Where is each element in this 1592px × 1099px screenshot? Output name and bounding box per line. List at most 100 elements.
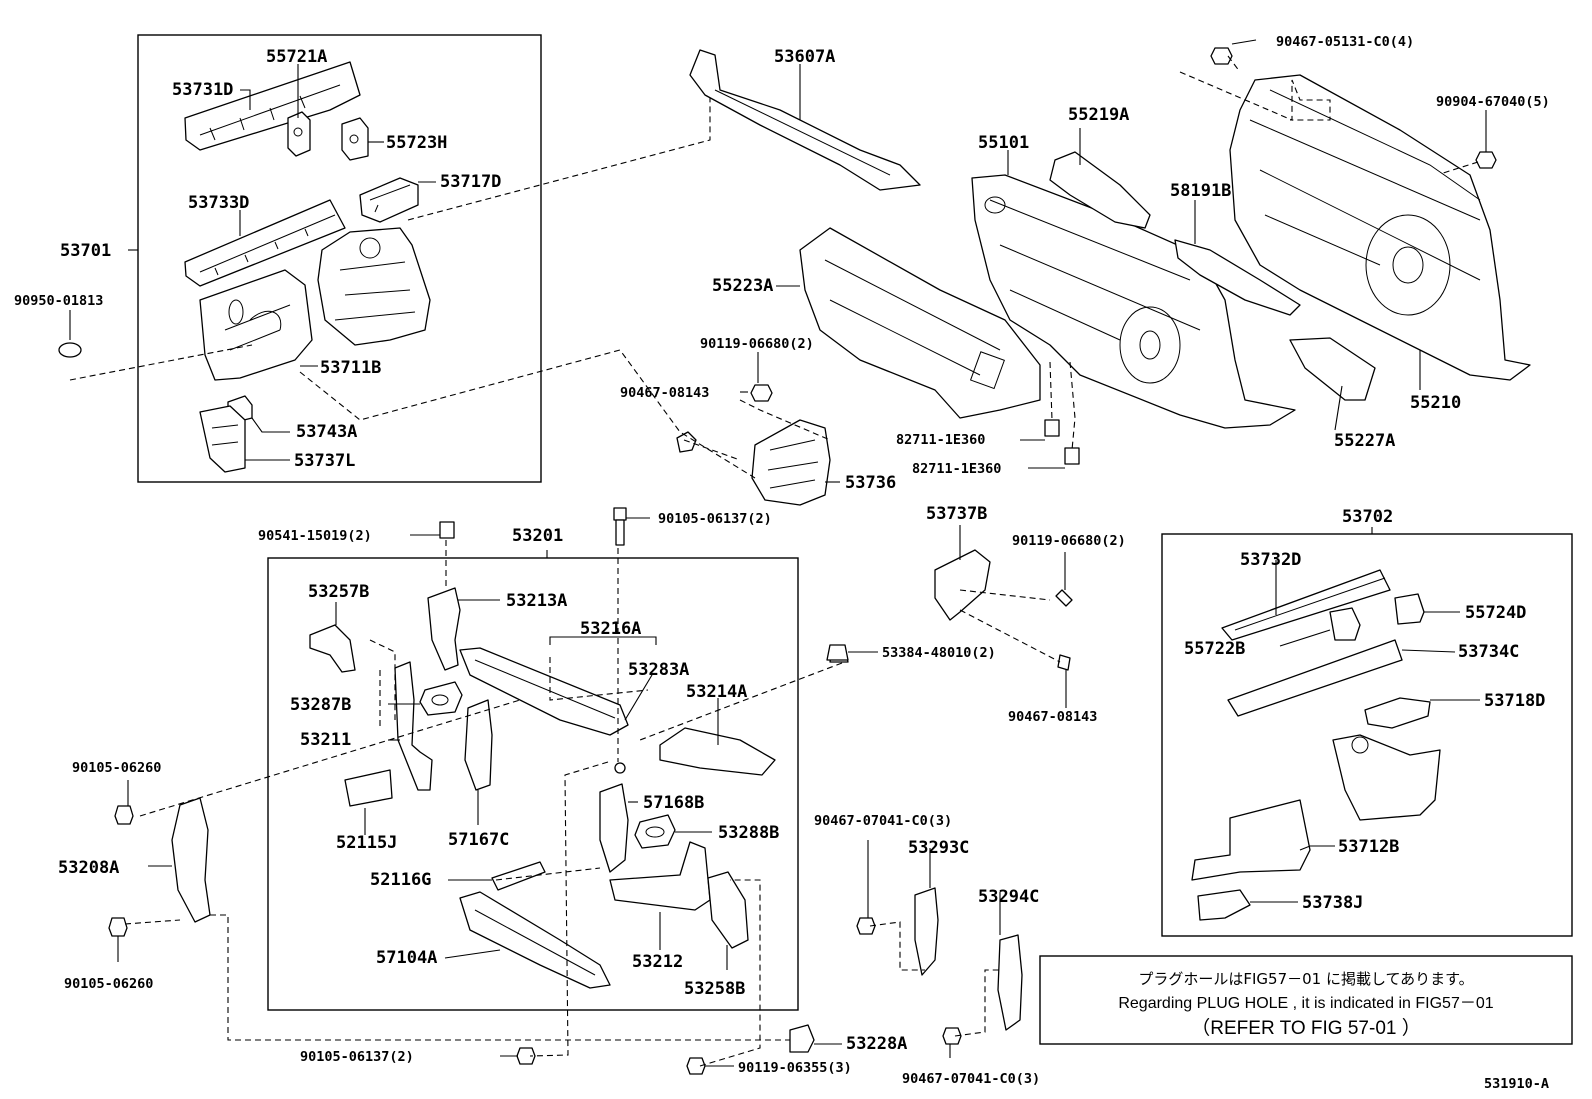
label-53737L: 53737L xyxy=(294,451,355,471)
label-57104A: 57104A xyxy=(376,948,437,968)
part-shape-53701-mount xyxy=(317,227,431,346)
label-57167C: 57167C xyxy=(448,830,509,850)
label-90119-06355-3: 90119-06355(3) xyxy=(738,1060,852,1076)
part-shape-53288B xyxy=(634,814,676,849)
note-box: プラグホールはFIG57－01 に掲載してあります。 Regarding PLU… xyxy=(1039,955,1573,1045)
part-shape-58191B xyxy=(1174,239,1301,316)
label-53211: 53211 xyxy=(300,730,351,750)
label-90950-01813: 90950-01813 xyxy=(14,293,103,309)
label-90119-06680-2-b: 90119-06680(2) xyxy=(1012,533,1126,549)
part-shape-55722B xyxy=(1329,607,1361,641)
figure-id: 531910-A xyxy=(1484,1076,1549,1092)
label-55223A: 55223A xyxy=(712,276,773,296)
group-frame-53702 xyxy=(1161,533,1573,937)
label-55721A: 55721A xyxy=(266,47,327,67)
part-shape-53717D xyxy=(359,177,419,223)
part-shape-52115J xyxy=(344,769,393,807)
label-82711-1E360-a: 82711-1E360 xyxy=(896,432,985,448)
part-shape-53287B xyxy=(419,681,463,716)
label-90467-05131-C0-4: 90467-05131-C0(4) xyxy=(1276,34,1414,50)
part-shape-53712B xyxy=(1191,734,1441,881)
label-90467-08143-a: 90467-08143 xyxy=(620,385,709,401)
label-53287B: 53287B xyxy=(290,695,351,715)
part-shape-53211 xyxy=(394,661,433,791)
label-90467-07041-C0-3-a: 90467-07041-C0(3) xyxy=(814,813,952,829)
label-53733D: 53733D xyxy=(188,193,249,213)
part-shape-53228A xyxy=(789,1024,815,1053)
label-90541-15019-2: 90541-15019(2) xyxy=(258,528,372,544)
part-shape-53737L xyxy=(199,405,246,473)
label-53711B: 53711B xyxy=(320,358,381,378)
label-53736: 53736 xyxy=(845,473,896,493)
part-shape-53258B xyxy=(707,871,749,949)
label-53712B: 53712B xyxy=(1338,837,1399,857)
label-53257B: 53257B xyxy=(308,582,369,602)
label-53283A: 53283A xyxy=(628,660,689,680)
note-jp-text: プラグホールはFIG57－01 に掲載してあります。 xyxy=(1138,970,1473,988)
label-53607A: 53607A xyxy=(774,47,835,67)
part-shape-53607A xyxy=(689,49,921,191)
label-52116G: 52116G xyxy=(370,870,431,890)
label-90119-06680-2-a: 90119-06680(2) xyxy=(700,336,814,352)
label-53213A: 53213A xyxy=(506,591,567,611)
group-frame-53201 xyxy=(267,557,799,1011)
label-53294C: 53294C xyxy=(978,887,1039,907)
part-shape-55724D xyxy=(1394,593,1425,625)
label-55219A: 55219A xyxy=(1068,105,1129,125)
label-53384-48010-2: 53384-48010(2) xyxy=(882,645,996,661)
label-90467-08143-b: 90467-08143 xyxy=(1008,709,1097,725)
label-53702: 53702 xyxy=(1342,507,1393,527)
part-shape-53737B xyxy=(934,549,991,621)
label-55227A: 55227A xyxy=(1334,431,1395,451)
label-53743A: 53743A xyxy=(296,422,357,442)
label-53738J: 53738J xyxy=(1302,893,1363,913)
part-shape-53731D xyxy=(184,61,361,151)
label-53216A: 53216A xyxy=(580,619,641,639)
part-shape-53257B xyxy=(309,624,356,673)
part-shape-53214A xyxy=(659,727,776,776)
label-53717D: 53717D xyxy=(440,172,501,192)
dashed-connectors xyxy=(69,55,1479,1067)
part-shape-52116G xyxy=(491,861,546,891)
label-53288B: 53288B xyxy=(718,823,779,843)
part-shape-53294C xyxy=(997,934,1023,1031)
part-shape-53384-48010 xyxy=(826,644,849,661)
label-55723H: 55723H xyxy=(386,133,447,153)
part-shape-55223A xyxy=(799,227,1041,419)
part-shape-53216A-bar xyxy=(459,647,629,736)
part-shape-53711B xyxy=(199,269,313,381)
part-shape-55227A xyxy=(1289,337,1376,401)
label-55722B: 55722B xyxy=(1184,639,1245,659)
group-frame-53701 xyxy=(137,34,542,483)
leader-lines xyxy=(69,39,1487,1067)
label-55210: 55210 xyxy=(1410,393,1461,413)
label-53293C: 53293C xyxy=(908,838,969,858)
label-53258B: 53258B xyxy=(684,979,745,999)
label-90904-67040-5: 90904-67040(5) xyxy=(1436,94,1550,110)
part-shape-53733D xyxy=(184,199,346,287)
label-53732D: 53732D xyxy=(1240,550,1301,570)
part-shape-55219A xyxy=(1049,151,1151,229)
label-90105-06260-a: 90105-06260 xyxy=(72,760,161,776)
label-53212: 53212 xyxy=(632,952,683,972)
note-ref-text: （REFER TO FIG 57-01 ） xyxy=(1191,1017,1420,1039)
part-shape-82711-clip-1 xyxy=(1044,419,1060,437)
label-53737B: 53737B xyxy=(926,504,987,524)
part-shape-53213A xyxy=(427,587,461,671)
part-shape-55723H xyxy=(341,117,369,161)
part-shape-53738J xyxy=(1197,889,1251,921)
part-shape-53208A xyxy=(171,797,211,923)
label-53701: 53701 xyxy=(60,241,111,261)
part-shape-53734C xyxy=(1227,639,1403,717)
part-shape-57168B xyxy=(599,783,629,873)
label-53228A: 53228A xyxy=(846,1034,907,1054)
label-53718D: 53718D xyxy=(1484,691,1545,711)
part-shape-55101 xyxy=(971,174,1296,429)
part-shape-55210 xyxy=(1229,74,1531,381)
part-shape-53212 xyxy=(609,841,711,911)
label-55724D: 55724D xyxy=(1465,603,1526,623)
label-58191B: 58191B xyxy=(1170,181,1231,201)
label-53731D: 53731D xyxy=(172,80,233,100)
part-shape-82711-clip-2 xyxy=(1064,447,1080,465)
